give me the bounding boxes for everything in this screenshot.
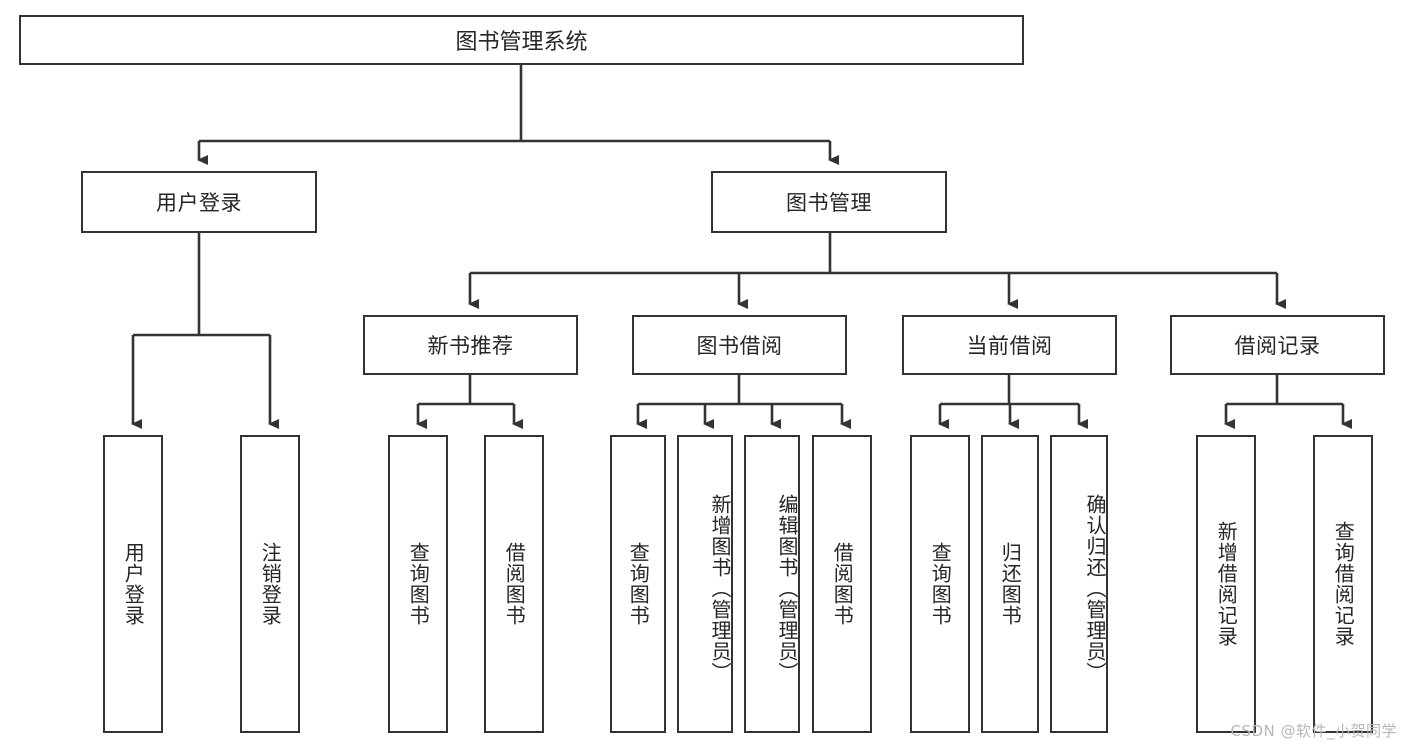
leaf-borrow-book[interactable]: 借阅图书: [812, 435, 872, 733]
node-new-book-recommend[interactable]: 新书推荐: [363, 315, 578, 375]
node-label: 借阅图书: [502, 542, 527, 626]
leaf-query-book-current[interactable]: 查询图书: [910, 435, 970, 733]
node-label: 借阅图书: [830, 542, 855, 626]
node-label: 查询图书: [406, 542, 431, 626]
node-label: 图书管理系统: [455, 30, 588, 55]
leaf-logout[interactable]: 注销登录: [240, 435, 300, 733]
leaf-query-book-recommend[interactable]: 查询图书: [388, 435, 448, 733]
leaf-query-borrow-record[interactable]: 查询借阅记录: [1313, 435, 1373, 733]
node-label: 查询图书: [928, 542, 953, 626]
leaf-add-book-admin[interactable]: 新增图书（管理员）: [677, 435, 733, 733]
leaf-return-book[interactable]: 归还图书: [981, 435, 1039, 733]
leaf-edit-book-admin[interactable]: 编辑图书（管理员）: [744, 435, 800, 733]
node-label: 用户登录: [156, 191, 242, 215]
leaf-confirm-return-admin[interactable]: 确认归还（管理员）: [1050, 435, 1108, 733]
node-label: 新书推荐: [427, 334, 514, 358]
node-label: 查询图书: [626, 542, 651, 626]
node-label: 注销登录: [258, 542, 283, 626]
node-root-system[interactable]: 图书管理系统: [19, 15, 1024, 65]
leaf-query-book-borrow[interactable]: 查询图书: [610, 435, 666, 733]
leaf-user-login[interactable]: 用户登录: [103, 435, 163, 733]
node-label: 用户登录: [121, 542, 146, 626]
node-label: 新增图书（管理员）: [708, 493, 732, 683]
csdn-watermark: CSDN @软件_小贺同学: [1230, 722, 1397, 740]
node-borrow-record[interactable]: 借阅记录: [1170, 315, 1385, 375]
node-current-borrow[interactable]: 当前借阅: [902, 315, 1117, 375]
node-book-borrow[interactable]: 图书借阅: [632, 315, 847, 375]
node-label: 当前借阅: [966, 334, 1053, 358]
leaf-borrow-book-recommend[interactable]: 借阅图书: [484, 435, 544, 733]
node-book-manage[interactable]: 图书管理: [711, 171, 947, 233]
node-label: 图书借阅: [696, 334, 783, 358]
node-label: 借阅记录: [1234, 334, 1321, 358]
leaf-add-borrow-record[interactable]: 新增借阅记录: [1196, 435, 1256, 733]
node-label: 编辑图书（管理员）: [775, 493, 799, 683]
node-user-login[interactable]: 用户登录: [81, 171, 317, 233]
node-label: 确认归还（管理员）: [1083, 493, 1107, 683]
node-label: 图书管理: [786, 191, 872, 215]
node-label: 查询借阅记录: [1331, 521, 1356, 647]
node-label: 归还图书: [998, 542, 1023, 626]
node-label: 新增借阅记录: [1214, 521, 1239, 647]
